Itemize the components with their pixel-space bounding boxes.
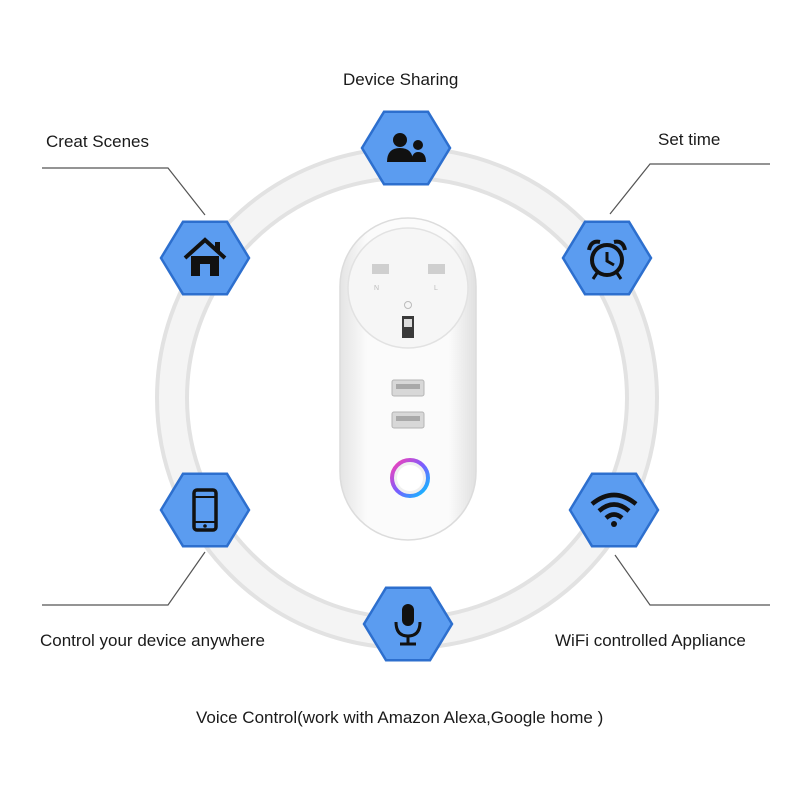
connector-wifi [614,554,770,606]
connector-create-scenes [42,167,206,216]
label-voice-control: Voice Control(work with Amazon Alexa,Goo… [196,708,604,727]
hexagon-badge [568,472,660,548]
feature-badge-create-scenes [159,220,251,296]
wifi-icon [590,492,638,527]
socket-slot-left [372,264,389,274]
alarm-clock-icon [587,239,627,280]
hexagon-badge [159,472,251,548]
feature-badge-voice-control [362,586,454,662]
connector-control-anywhere [42,551,206,606]
connector-lines [42,163,770,606]
label-wifi-appliance: WiFi controlled Appliance [555,631,746,650]
svg-text:N: N [374,285,379,292]
label-device-sharing: Device Sharing [343,70,459,89]
feature-badge-device-sharing [360,110,452,186]
feature-badge-control-anywhere [159,472,251,548]
socket-slot-right [428,264,445,274]
feature-badge-set-time [561,220,653,296]
feature-badge-wifi-appliance [568,472,660,548]
microphone-icon [394,604,422,646]
users-icon [387,133,426,162]
connector-set-time [609,163,770,215]
home-icon [183,237,227,276]
smart-plug: N L [339,217,477,541]
hexagon-badge [360,110,452,186]
smartphone-icon [192,488,218,532]
svg-text:L: L [434,285,438,292]
label-set-time: Set time [658,130,721,149]
label-control-anywhere: Control your device anywhere [40,631,265,650]
label-create-scenes: Creat Scenes [46,132,149,151]
